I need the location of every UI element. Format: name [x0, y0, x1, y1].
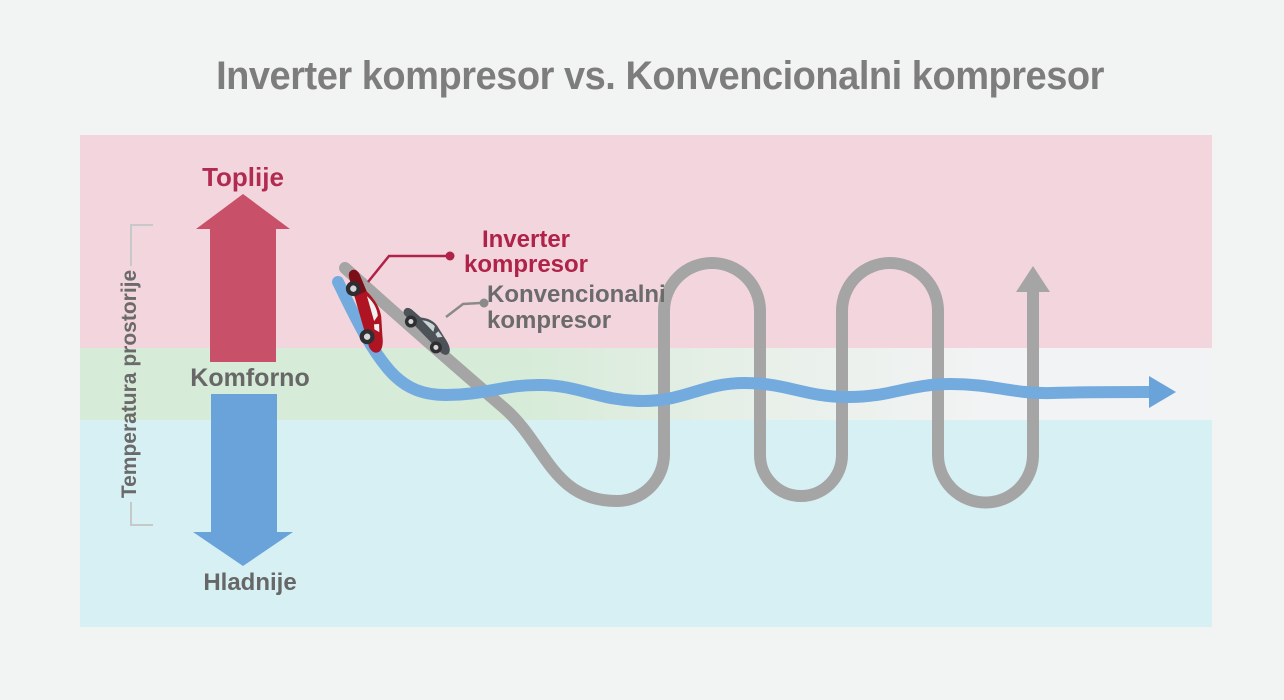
conventional-callout: [445, 298, 489, 318]
warmer-arrow-icon: [196, 194, 290, 362]
inverter-series-label: Inverter kompresor: [463, 226, 589, 278]
conventional-series-label: Konvencionalni kompresor: [487, 281, 666, 334]
warmer-label: Toplije: [202, 162, 284, 192]
inverter-callout: [367, 251, 455, 283]
comfort-label: Komforno: [190, 364, 310, 392]
colder-label: Hladnije: [203, 569, 297, 596]
colder-arrow-icon: [193, 394, 293, 566]
inverter-end-arrow-icon: [1149, 376, 1176, 408]
inverter-car-icon: [345, 269, 383, 353]
page-title: Inverter kompresor vs. Konvencionalni ko…: [216, 54, 1104, 98]
conventional-end-arrow-icon: [1016, 266, 1050, 292]
conventional-curve: [339, 257, 1050, 509]
conventional-car-icon: [403, 307, 450, 355]
temperature-axis-label: Temperatura prostorije: [118, 269, 141, 499]
axis-bracket-icon: [130, 224, 153, 526]
inverter-curve: [332, 276, 1176, 408]
